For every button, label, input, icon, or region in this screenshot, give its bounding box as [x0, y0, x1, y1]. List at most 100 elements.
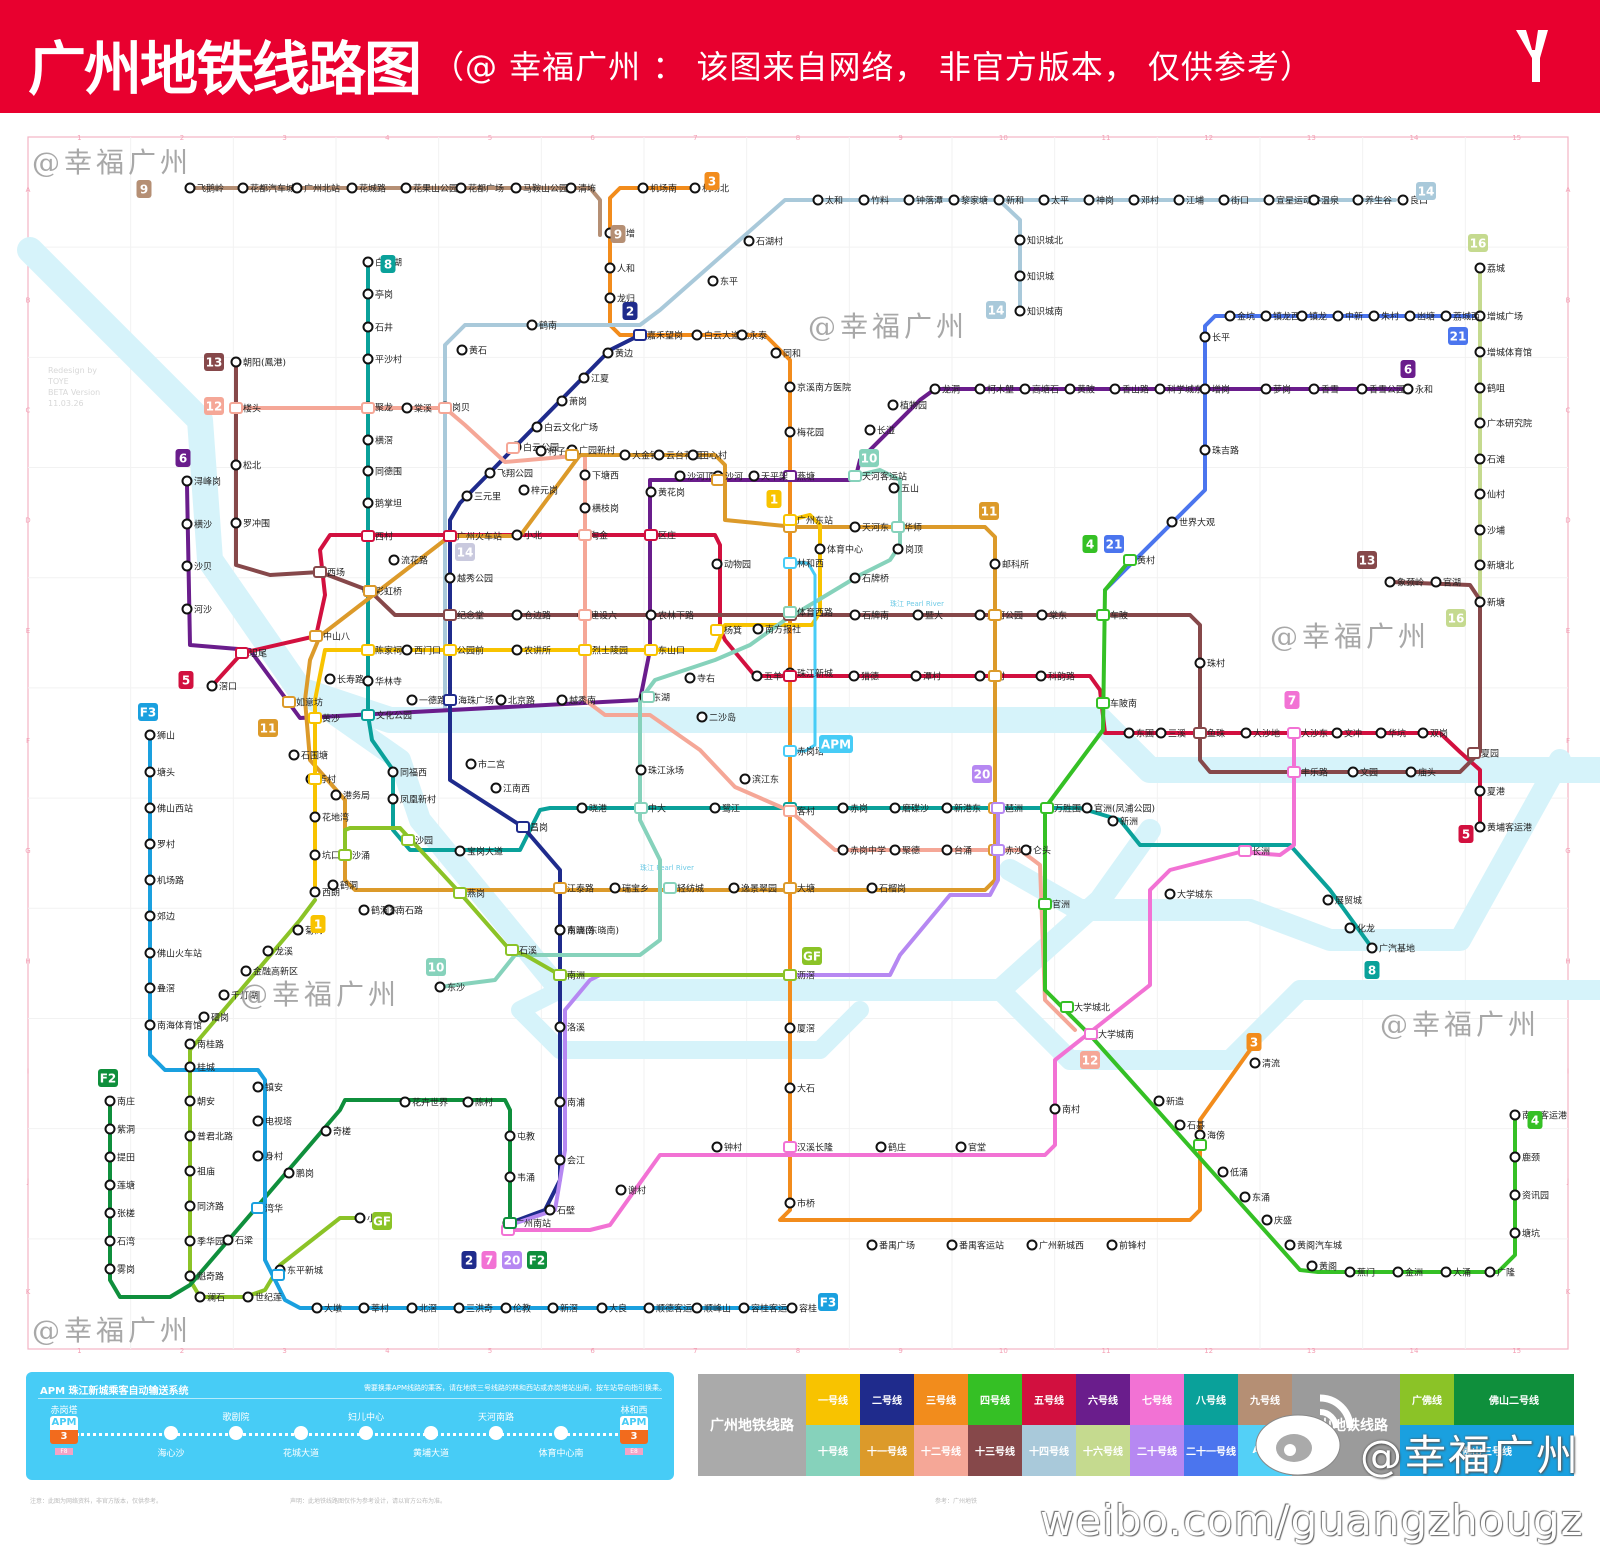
station[interactable]: 赤岗中学 [837, 844, 887, 857]
metro-line-l7[interactable] [503, 731, 1296, 1232]
apm-station-dot-icon[interactable] [554, 1426, 568, 1440]
station[interactable] [565, 449, 579, 461]
station[interactable]: 白云文化广场 [531, 421, 599, 434]
station[interactable]: 文园 [1347, 766, 1379, 779]
station[interactable]: 农林下路 [645, 609, 695, 622]
station[interactable]: 长寿路 [324, 673, 365, 686]
station[interactable] [1060, 1001, 1074, 1013]
station[interactable]: 新洲 [1107, 815, 1139, 828]
station[interactable] [1193, 1139, 1207, 1151]
station[interactable]: 科韵路 [1035, 670, 1076, 683]
line-badge[interactable]: GF [802, 947, 822, 965]
line-badge[interactable]: 20 [972, 765, 992, 783]
station[interactable]: 朝安 [184, 1095, 216, 1108]
station[interactable]: 金坑 [1224, 310, 1256, 323]
line-badge[interactable]: 5 [1458, 825, 1474, 843]
station[interactable]: 金洲 [1392, 1266, 1424, 1279]
station[interactable] [991, 802, 1005, 814]
station[interactable]: 花地湾 [309, 811, 350, 824]
station[interactable]: 南桂路 [184, 1038, 225, 1051]
station[interactable]: 河沙 [181, 603, 213, 616]
station[interactable]: 庆盛 [1261, 1214, 1293, 1227]
line-badge[interactable]: 8 [380, 255, 396, 273]
station[interactable]: 鹏岗 [283, 1167, 315, 1180]
station[interactable]: 广州新城西 [1026, 1239, 1085, 1252]
station[interactable]: 东圃 [1123, 727, 1155, 740]
station[interactable] [1040, 802, 1054, 814]
station[interactable]: 邓村 [1128, 194, 1160, 207]
station[interactable] [1038, 898, 1052, 910]
station[interactable]: 科学城东 [1154, 383, 1204, 396]
station[interactable]: 石牌桥 [849, 572, 890, 585]
station[interactable]: 太平 [1038, 194, 1070, 207]
station[interactable] [641, 691, 655, 703]
station[interactable]: 沙贝 [181, 560, 213, 573]
station[interactable] [503, 1217, 517, 1229]
station[interactable]: 凤凰新村 [387, 793, 437, 806]
station[interactable]: 石梁 [222, 1234, 254, 1247]
station[interactable]: 太和 [812, 194, 844, 207]
station[interactable] [271, 1269, 285, 1281]
station[interactable] [783, 470, 797, 482]
station[interactable]: 植物园 [887, 399, 928, 412]
line-badge[interactable]: 11 [979, 502, 999, 520]
station[interactable]: 清㘵 [565, 182, 597, 195]
station[interactable]: 香山路 [1109, 383, 1150, 396]
station[interactable]: 台涌 [941, 844, 973, 857]
station[interactable]: 天平架 [748, 470, 789, 483]
station[interactable]: 官洲(凤浦公园) [1081, 802, 1156, 815]
station[interactable]: 机场路 [144, 874, 185, 887]
station[interactable] [783, 882, 797, 894]
station[interactable] [783, 745, 797, 757]
station[interactable]: 金融高新区 [240, 965, 299, 978]
station[interactable]: 低涌 [1217, 1166, 1249, 1179]
station[interactable] [578, 644, 592, 656]
metro-line-f3[interactable] [148, 733, 797, 1310]
metro-line-l2[interactable] [448, 333, 642, 1225]
station[interactable] [783, 514, 797, 526]
station[interactable]: 莘村 [358, 1302, 390, 1315]
station[interactable]: 马鞍山公园 [510, 182, 569, 195]
station[interactable]: 鹤南 [526, 319, 558, 332]
apm-station-dot-icon[interactable] [164, 1426, 178, 1440]
station[interactable]: 赤岗 [837, 802, 869, 815]
station[interactable]: 蕉门 [1344, 1266, 1376, 1279]
station[interactable]: 展贸城 [1322, 894, 1363, 907]
station[interactable] [1096, 697, 1110, 709]
station[interactable]: 柯木塱 [974, 383, 1015, 396]
station[interactable] [313, 566, 327, 578]
station[interactable]: 清流 [1249, 1057, 1281, 1070]
station[interactable] [633, 329, 647, 341]
station[interactable]: 前锋村 [1106, 1239, 1147, 1252]
station[interactable] [443, 609, 457, 621]
station[interactable]: 同和 [770, 347, 802, 360]
station[interactable] [363, 585, 377, 597]
station[interactable]: 莲塘 [104, 1179, 136, 1192]
station[interactable] [251, 1202, 265, 1214]
station[interactable]: 南洲(东晓南) [554, 924, 620, 937]
line-badge[interactable]: 10 [859, 449, 879, 467]
station[interactable] [516, 821, 530, 833]
station[interactable] [988, 609, 1002, 621]
station[interactable]: 香雪公园 [1356, 383, 1406, 396]
line-badge[interactable]: 2 [461, 1251, 477, 1269]
station[interactable]: 镇龙 [1296, 310, 1328, 323]
station[interactable]: 黄花岗 [645, 486, 686, 499]
station[interactable]: 增城体育馆 [1474, 346, 1533, 359]
line-badge[interactable]: 13 [1357, 551, 1377, 569]
station[interactable] [361, 709, 375, 721]
station[interactable]: 龙归 [604, 292, 636, 305]
station[interactable]: 大金钟 [619, 449, 660, 462]
station[interactable]: 小北 [511, 529, 543, 542]
station[interactable]: 资讯园 [1509, 1189, 1550, 1202]
station[interactable]: 黄边 [602, 347, 634, 360]
station[interactable] [1084, 1028, 1098, 1040]
station[interactable]: 滨江东 [739, 773, 780, 786]
station[interactable]: 三洪奇 [453, 1302, 494, 1315]
station[interactable]: 亭岗 [362, 288, 394, 301]
line-badge[interactable]: 13 [204, 353, 224, 371]
station[interactable]: 石湖村 [743, 235, 784, 248]
station[interactable]: 鹭江 [709, 802, 741, 815]
station[interactable] [361, 530, 375, 542]
station[interactable] [553, 882, 567, 894]
